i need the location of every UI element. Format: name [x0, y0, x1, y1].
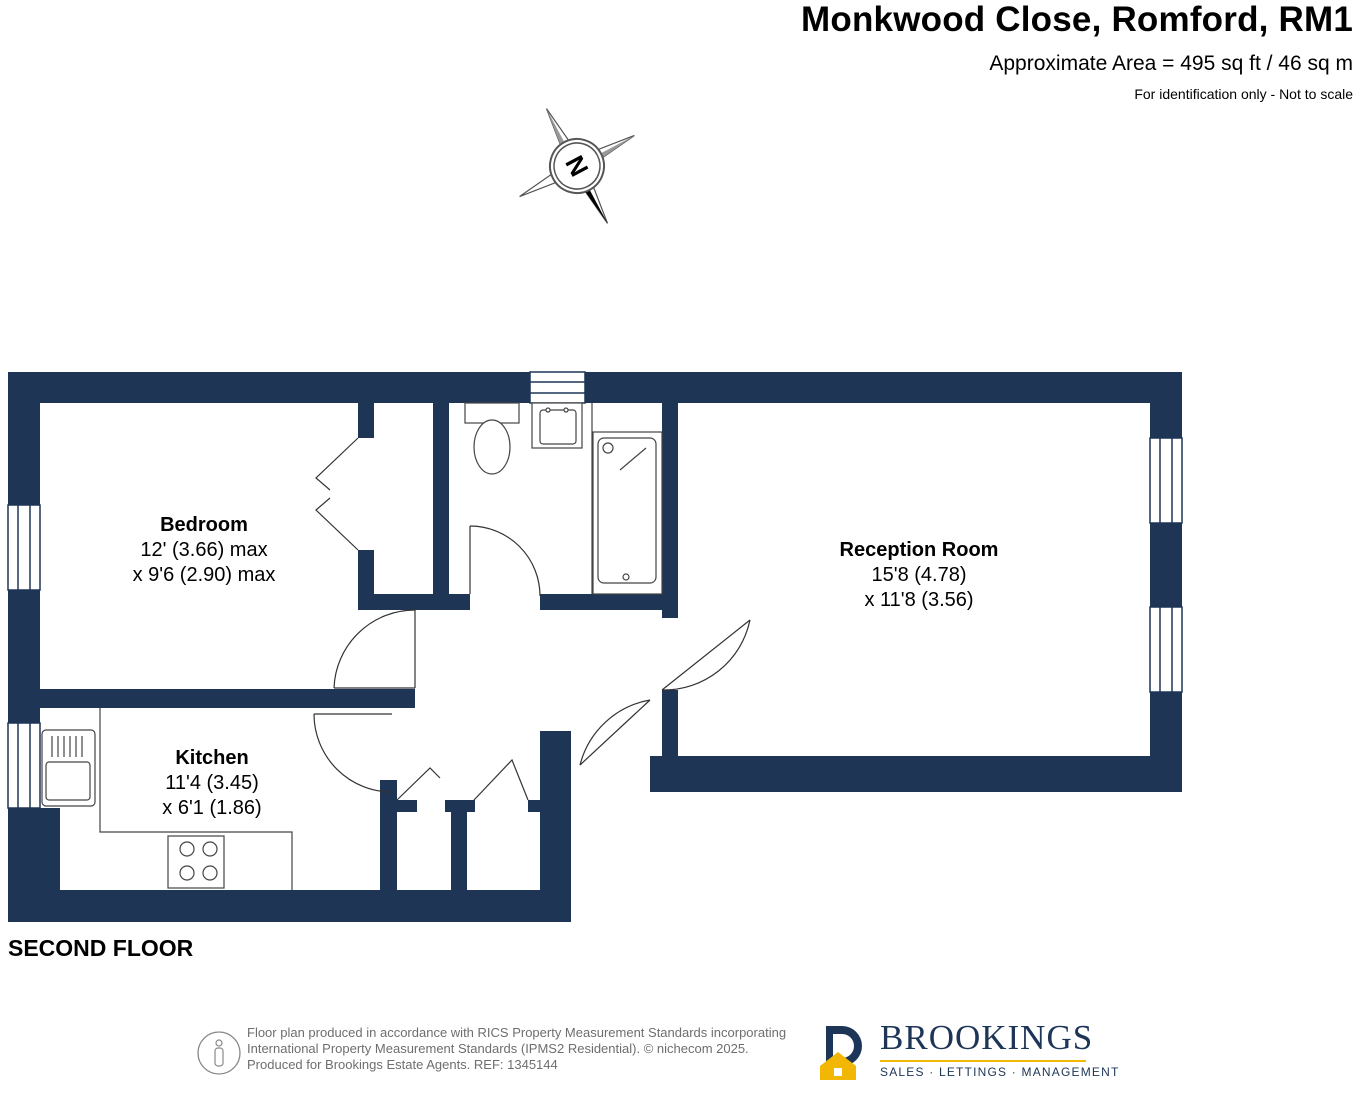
doors: [313, 437, 751, 801]
room-dimension: 15'8 (4.78): [871, 564, 967, 586]
room-label-bedroom: Bedroom 12' (3.66) max x 9'6 (2.90) max: [133, 513, 276, 588]
footer-line: Floor plan produced in accordance with R…: [247, 1025, 787, 1040]
plan-title: Monkwood Close, Romford, RM1: [801, 0, 1353, 39]
footer-line: International Property Measurement Stand…: [247, 1041, 749, 1056]
brand-tagline: SALES · LETTINGS · MANAGEMENT: [880, 1065, 1120, 1079]
room-dimension: x 9'6 (2.90) max: [132, 564, 276, 586]
brand-block: BROOKINGS SALES · LETTINGS · MANAGEMENT: [880, 1018, 1120, 1079]
room-name: Reception Room: [839, 539, 999, 561]
floor-label: SECOND FLOOR: [8, 935, 194, 961]
footer-line: Produced for Brookings Estate Agents. RE…: [247, 1057, 558, 1072]
footer-disclaimer: Floor plan produced in accordance with R…: [247, 1025, 786, 1073]
compass-icon: [519, 108, 635, 224]
room-dimension: 12' (3.66) max: [140, 539, 268, 561]
scale-note: For identification only - Not to scale: [1134, 86, 1353, 102]
room-dimension: x 6'1 (1.86): [162, 797, 262, 819]
room-dimension: 11'4 (3.45): [165, 772, 259, 794]
windows: [7, 371, 1183, 809]
area-text: Approximate Area = 495 sq ft / 46 sq m: [989, 52, 1353, 75]
kitchen-fixtures: [41, 708, 293, 890]
brand-rule: [880, 1060, 1086, 1062]
bathroom-fixtures: [464, 402, 663, 595]
room-dimension: x 11'8 (3.56): [864, 589, 974, 611]
room-label-reception: Reception Room 15'8 (4.78) x 11'8 (3.56): [840, 538, 999, 613]
brand-name: BROOKINGS: [880, 1018, 1094, 1057]
room-label-kitchen: Kitchen 11'4 (3.45) x 6'1 (1.86): [162, 746, 261, 821]
room-name: Bedroom: [160, 514, 248, 536]
room-name: Kitchen: [175, 747, 249, 769]
brookings-logo-icon: [820, 1026, 862, 1080]
person-icon: [197, 1031, 241, 1075]
walls: [8, 372, 1182, 922]
